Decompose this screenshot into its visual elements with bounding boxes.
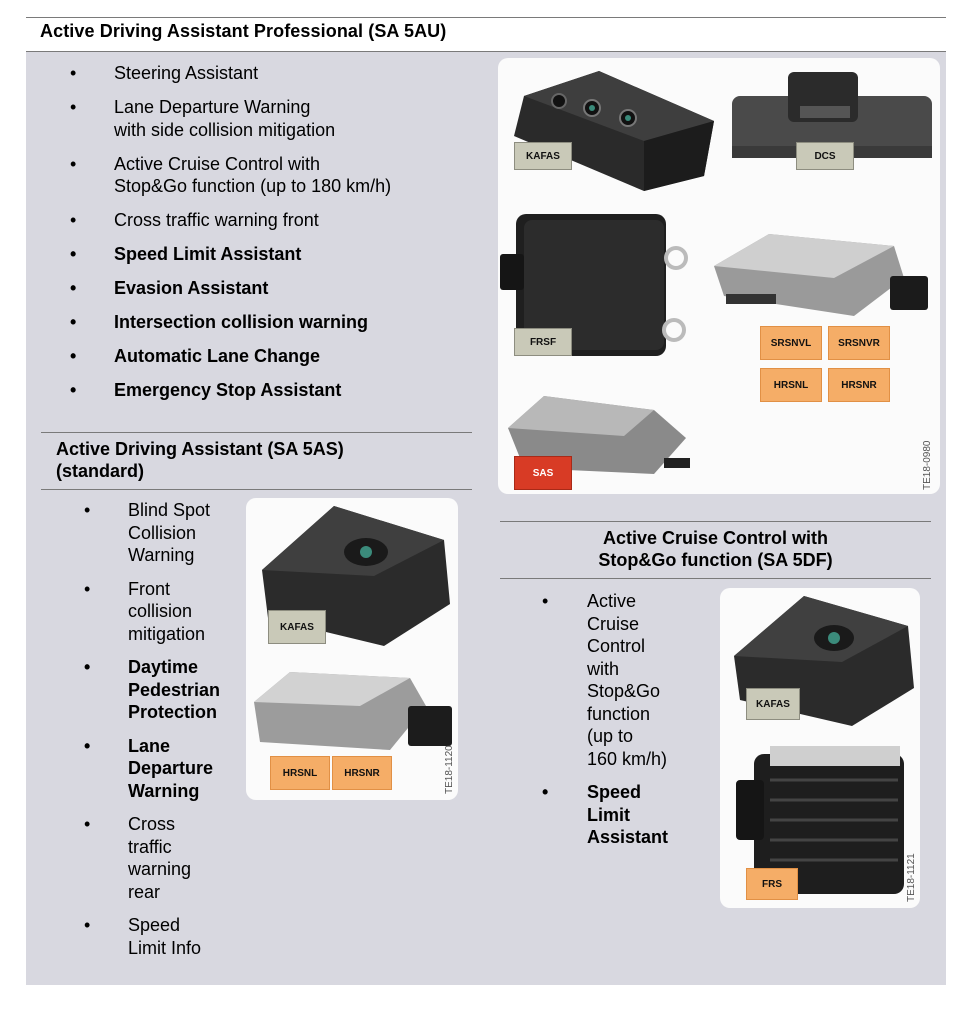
feature-item: Active Cruise Control with Stop&Go funct… [542,590,692,770]
feature-item: Speed Limit Assistant [542,781,692,849]
title-rule [26,51,946,52]
feature-item: Emergency Stop Assistant [70,379,490,402]
sensor-photo-panel-right: KAFAS FRS TE18-1121 [720,588,920,908]
acc-bottom-rule [500,578,931,579]
sas-unit-image [508,396,690,474]
feature-item: Steering Assistant [70,62,490,85]
feature-item: Lane Departure Warning [84,735,244,803]
feature-item: Cross traffic warning front [70,209,490,232]
feature-item: Daytime Pedestrian Protection [84,656,244,724]
feature-item: Active Cruise Control with Stop&Go funct… [70,153,490,198]
figure-id-right: TE18-1121 [906,853,917,902]
standard-section-title: Active Driving Assistant (SA 5AS) (stand… [56,439,344,481]
frs-radar-image [736,746,904,894]
dcs-unit-image [732,72,932,158]
acc-section-title: Active Cruise Control with Stop&Go funct… [598,528,833,570]
dcs-label: DCS [796,142,854,170]
acc-top-rule [500,521,931,522]
feature-item: Blind Spot Collision Warning [84,499,244,567]
kafas-label-2: KAFAS [268,610,326,644]
feature-item: Speed Limit Info [84,914,244,959]
feature-item: Front collision mitigation [84,578,244,646]
figure-id-middle: TE18-1120 [444,745,455,794]
frs-label: FRS [746,868,798,900]
feature-item: Intersection collision warning [70,311,490,334]
feature-item: Automatic Lane Change [70,345,490,368]
page-title: Active Driving Assistant Professional (S… [40,21,447,41]
feature-item: Cross traffic warning rear [84,813,244,903]
corner-radar-image-2 [254,672,452,750]
figure-id-top: TE18-0980 [922,440,933,490]
feature-item: Lane Departure Warning with side collisi… [70,96,490,141]
kafas-camera-image [514,71,714,191]
hrsnr-label-2: HRSNR [332,756,392,790]
standard-feature-list: Blind Spot Collision WarningFront collis… [84,499,244,970]
hrsnl-label: HRSNL [760,368,822,402]
standard-top-rule [41,432,472,433]
frsf-label: FRSF [514,328,572,356]
srsnvl-label: SRSNVL [760,326,822,360]
sensor-photo-panel-middle: KAFAS HRSNL HRSNR TE18-1120 [246,498,458,800]
kafas-label: KAFAS [514,142,572,170]
professional-feature-list: Steering AssistantLane Departure Warning… [70,62,490,413]
hrsnl-label-2: HRSNL [270,756,330,790]
feature-item: Speed Limit Assistant [70,243,490,266]
top-rule [26,17,946,18]
hrsnr-label: HRSNR [828,368,890,402]
sas-label: SAS [514,456,572,490]
sensor-photo-panel-top: KAFAS DCS FRSF SRSNVL SRSNVR HRSNL HRSNR… [498,58,940,494]
kafas-label-3: KAFAS [746,688,800,720]
frsf-radar-image [500,214,688,356]
srsnvr-label: SRSNVR [828,326,890,360]
feature-item: Evasion Assistant [70,277,490,300]
acc-feature-list: Active Cruise Control with Stop&Go funct… [542,590,692,860]
corner-radar-image [714,234,928,316]
standard-bottom-rule [41,489,472,490]
